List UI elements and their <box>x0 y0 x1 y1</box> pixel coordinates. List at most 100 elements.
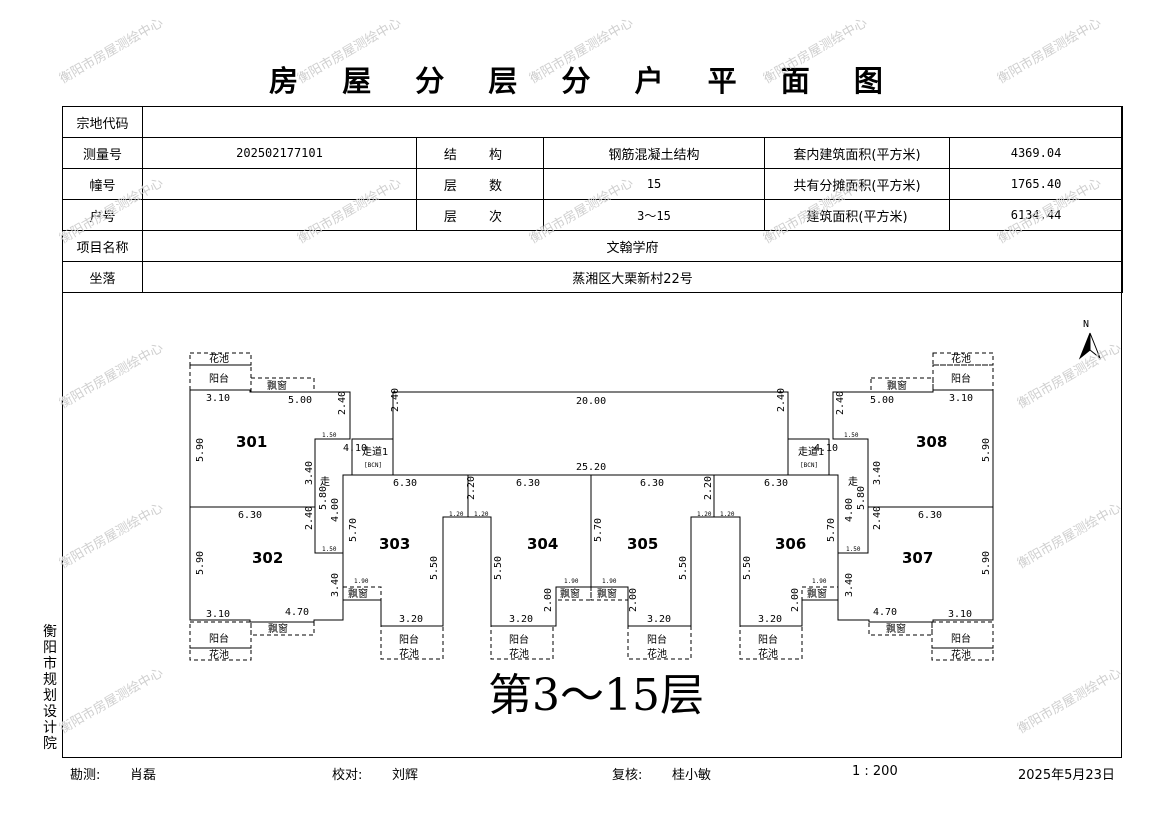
shared-area-label: 共有分摊面积(平方米) <box>764 168 950 200</box>
balcony-308 <box>932 364 994 391</box>
reviewer-value: 桂小敏 <box>672 768 712 783</box>
bay-window-305-label: 飘窗 <box>597 587 617 600</box>
garden-302-label: 花池 <box>209 648 229 661</box>
date-text: 2025年5月23日 <box>1018 768 1115 783</box>
scale-text: 1 : 200 <box>852 764 898 779</box>
dim-302-h240: 2.40 <box>304 506 315 530</box>
dim-307-h340: 3.40 <box>844 573 855 597</box>
dim-305-w120: 1.20 <box>697 511 712 518</box>
floors-value: 15 <box>543 168 765 200</box>
surveyor-value: 肖磊 <box>130 768 157 783</box>
dim-303-bottom: 3.20 <box>399 614 423 625</box>
bay-window-306-label: 飘窗 <box>807 587 827 600</box>
bay-window-304 <box>555 586 592 601</box>
inner-area-value: 4369.04 <box>948 137 1124 169</box>
dim-304-h570: 5.70 <box>593 518 604 542</box>
dim-302-h340: 3.40 <box>330 573 341 597</box>
dim-wide-span: 25.20 <box>576 462 606 473</box>
balcony-303 <box>380 625 444 660</box>
dim-304-bottom: 3.20 <box>509 614 533 625</box>
bay-window-302-label: 飘窗 <box>268 622 288 635</box>
dim-306-h200: 2.00 <box>790 588 801 612</box>
dim-400-right: 4.00 <box>844 498 855 522</box>
dim-308-h240: 2.40 <box>835 391 846 415</box>
bay-window-304-label: 飘窗 <box>560 587 580 600</box>
dim-307-w150: 1.50 <box>846 546 861 553</box>
room-307-label: 307 <box>902 549 933 567</box>
balcony-307 <box>931 621 994 649</box>
dim-307-bottom-a: 3.10 <box>948 609 972 620</box>
inner-area-label: 套内建筑面积(平方米) <box>764 137 950 169</box>
dim-410-left: 4.10 <box>343 443 367 454</box>
dim-305-w190: 1.90 <box>602 578 617 585</box>
reviewer-label: 复核: <box>612 768 643 783</box>
institute-vertical-text: 衡阳市规划设计院 <box>43 624 57 752</box>
dim-301-h340: 3.40 <box>304 461 315 485</box>
balcony-306-label: 阳台 <box>758 633 778 646</box>
dim-400-left: 4.00 <box>330 498 341 522</box>
garden-301 <box>189 352 252 366</box>
info-table: 宗地代码 测量号 202502177101 结 构 钢筋混凝土结构 套内建筑面积… <box>62 106 1124 293</box>
garden-307-label: 花池 <box>951 648 971 661</box>
dim-elev-left: 2.40 <box>390 388 401 412</box>
balcony-305-label: 阳台 <box>647 633 667 646</box>
dim-elev-right: 2.40 <box>776 388 787 412</box>
balcony-306 <box>739 625 803 660</box>
building-no-value <box>142 168 417 200</box>
dim-301-top-a: 3.10 <box>206 393 230 404</box>
dim-308-depth: 5.90 <box>981 438 992 462</box>
location-value: 蒸湘区大栗新村22号 <box>141 261 1124 293</box>
room-304-label: 304 <box>527 535 558 553</box>
floors-label: 层 数 <box>416 168 544 200</box>
balcony-304-label: 阳台 <box>509 633 529 646</box>
dim-304-w190: 1.90 <box>564 578 579 585</box>
row-unit: 户号 层 次 3～15 建筑面积(平方米) 6134.44 <box>62 199 1124 231</box>
dim-303-h550: 5.50 <box>429 556 440 580</box>
row-location: 坐落 蒸湘区大栗新村22号 <box>62 261 1124 293</box>
north-label: N <box>1083 319 1089 330</box>
dim-301-h240: 2.40 <box>337 391 348 415</box>
building-no-label: 幢号 <box>62 168 143 200</box>
project-label: 项目名称 <box>62 230 143 262</box>
corridor-left-bcn: [BCN] <box>364 462 382 469</box>
balcony-301-label: 阳台 <box>209 372 229 385</box>
project-value: 文翰学府 <box>141 230 1124 262</box>
dim-580-left: 5.80 <box>318 486 329 510</box>
bay-window-303-label: 飘窗 <box>348 587 368 600</box>
balcony-302 <box>189 621 252 649</box>
garden-301-label: 花池 <box>209 352 229 365</box>
location-label: 坐落 <box>62 261 143 293</box>
corridor-right-bcn: [BCN] <box>800 462 818 469</box>
dim-303-h570: 5.70 <box>348 518 359 542</box>
bay-window-302 <box>250 621 315 636</box>
dim-301-depth: 5.90 <box>195 438 206 462</box>
dim-302-w150: 1.50 <box>322 546 337 553</box>
room-305-label: 305 <box>627 535 658 553</box>
room-301-label: 301 <box>236 433 267 451</box>
bay-window-307 <box>868 621 933 636</box>
garden-308-label: 花池 <box>951 352 971 365</box>
corridor-right-label: 走道1 <box>798 445 824 458</box>
bay-window-305 <box>590 586 629 601</box>
dim-302-bottom-a: 3.10 <box>206 609 230 620</box>
dim-308-w150: 1.50 <box>844 432 859 439</box>
dim-303-w190: 1.90 <box>354 578 369 585</box>
row-survey: 测量号 202502177101 结 构 钢筋混凝土结构 套内建筑面积(平方米)… <box>62 137 1124 169</box>
dim-303-w120: 1.20 <box>449 511 464 518</box>
unit-302 <box>189 506 344 623</box>
dim-302-top: 6.30 <box>238 510 262 521</box>
dim-301-top-b: 5.00 <box>288 395 312 406</box>
garden-303-label: 花池 <box>399 647 419 660</box>
dim-307-bottom-b: 4.70 <box>873 607 897 618</box>
row-project: 项目名称 文翰学府 <box>62 230 1124 262</box>
dim-306-w120: 1.20 <box>720 511 735 518</box>
unit-no-label: 户号 <box>62 199 143 231</box>
dim-304-w120: 1.20 <box>474 511 489 518</box>
dim-306-h570: 5.70 <box>826 518 837 542</box>
dim-304-top: 6.30 <box>516 478 540 489</box>
dim-303-top: 6.30 <box>393 478 417 489</box>
dim-305-top: 6.30 <box>640 478 664 489</box>
drawing-title: 房 屋 分 层 分 户 平 面 图 <box>269 64 900 98</box>
unit-307 <box>837 506 994 623</box>
